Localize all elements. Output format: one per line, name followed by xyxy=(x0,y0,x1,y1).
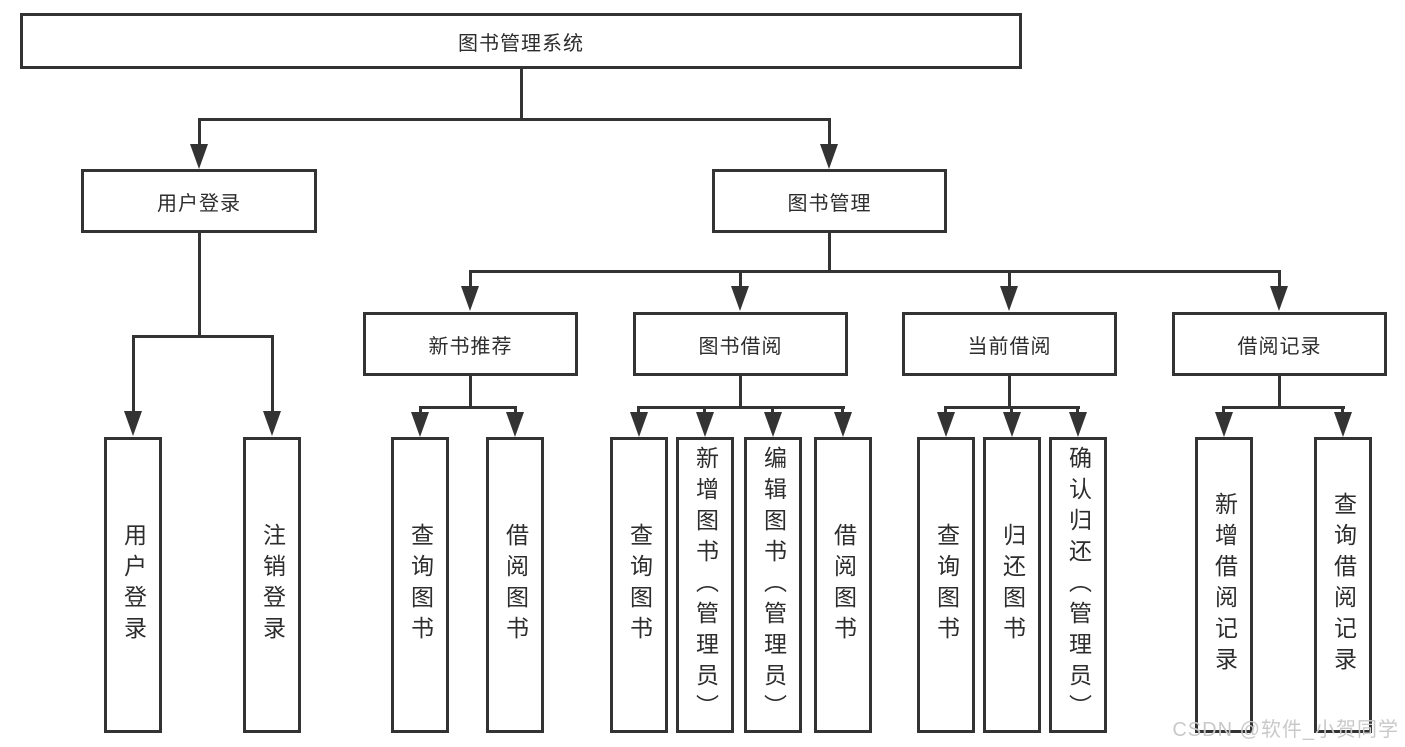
leaf-logout-login-label: 注销登录 xyxy=(259,523,286,647)
arrow-to-leaf xyxy=(411,412,429,437)
arrow-to-user-login xyxy=(190,144,208,169)
arrow-to-leaf-login xyxy=(124,411,142,436)
connector-leaf-drop xyxy=(1076,406,1079,415)
leaf-borrow-books-1-label: 借阅图书 xyxy=(502,523,529,647)
arrow-to-leaf xyxy=(696,412,714,437)
connector-user-login-stem xyxy=(198,233,201,335)
leaf-query-borrow-record: 查询借阅记录 xyxy=(1314,437,1372,733)
leaf-edit-books-admin: 编辑图书（管理员） xyxy=(744,437,802,733)
connector-leaf-drop xyxy=(1341,406,1344,415)
connector-drop-book-mgmt xyxy=(828,118,831,146)
connector-level2-splitter xyxy=(469,270,1281,273)
node-new-book-recommend: 新书推荐 xyxy=(363,312,578,376)
node-root: 图书管理系统 xyxy=(20,13,1022,69)
node-borrow-records: 借阅记录 xyxy=(1172,312,1387,376)
connector-drop-current-borrow xyxy=(1008,270,1011,288)
leaf-confirm-return-admin: 确认归还（管理员） xyxy=(1049,437,1107,733)
leaf-borrow-books-1: 借阅图书 xyxy=(486,437,544,733)
arrow-to-leaf-logout xyxy=(263,411,281,436)
leaf-confirm-return-admin-label: 确认归还（管理员） xyxy=(1065,445,1092,725)
connector-leaf-drop xyxy=(1222,406,1225,415)
connector-drop-leaf-login xyxy=(132,335,135,413)
arrow-to-leaf xyxy=(937,412,955,437)
node-book-management-label: 图书管理 xyxy=(787,192,872,215)
arrow-to-leaf xyxy=(834,412,852,437)
arrow-to-leaf xyxy=(1003,412,1021,437)
arrow-to-book-mgmt xyxy=(820,144,838,169)
connector-user-login-splitter xyxy=(132,335,274,338)
arrow-to-book-borrow xyxy=(731,286,749,311)
connector-current-borrow-stem xyxy=(1008,376,1011,406)
node-book-borrow: 图书借阅 xyxy=(633,312,848,376)
connector-leaf-drop xyxy=(637,406,640,415)
connector-drop-new-book xyxy=(469,270,472,288)
node-current-borrow: 当前借阅 xyxy=(902,312,1117,376)
connector-borrow-records-splitter xyxy=(1223,406,1345,409)
leaf-return-books: 归还图书 xyxy=(983,437,1041,733)
connector-book-borrow-splitter xyxy=(638,406,845,409)
leaf-logout-login: 注销登录 xyxy=(243,437,301,733)
arrow-to-borrow-records xyxy=(1270,286,1288,311)
leaf-query-books-2-label: 查询图书 xyxy=(626,523,653,647)
connector-level1-splitter xyxy=(198,118,831,121)
connector-new-book-stem xyxy=(469,376,472,406)
leaf-borrow-books-2: 借阅图书 xyxy=(814,437,872,733)
connector-leaf-drop xyxy=(944,406,947,415)
arrow-to-leaf xyxy=(764,412,782,437)
node-borrow-records-label: 借阅记录 xyxy=(1237,335,1322,358)
leaf-query-borrow-record-label: 查询借阅记录 xyxy=(1330,492,1357,678)
node-new-book-recommend-label: 新书推荐 xyxy=(428,335,513,358)
connector-leaf-drop xyxy=(514,406,517,415)
node-current-borrow-label: 当前借阅 xyxy=(967,335,1052,358)
connector-drop-borrow-records xyxy=(1278,270,1281,288)
leaf-borrow-books-2-label: 借阅图书 xyxy=(830,523,857,647)
connector-drop-leaf-logout xyxy=(271,335,274,413)
connector-borrow-records-stem xyxy=(1278,376,1281,406)
connector-drop-book-borrow xyxy=(739,270,742,288)
leaf-user-login-label: 用户登录 xyxy=(120,523,147,647)
connector-root-stem xyxy=(520,69,523,118)
leaf-add-borrow-record: 新增借阅记录 xyxy=(1195,437,1253,733)
node-book-management: 图书管理 xyxy=(712,169,947,233)
arrow-to-leaf xyxy=(1069,412,1087,437)
connector-leaf-drop xyxy=(771,406,774,415)
connector-book-mgmt-stem xyxy=(828,233,831,270)
connector-leaf-drop xyxy=(841,406,844,415)
leaf-query-books-1: 查询图书 xyxy=(391,437,449,733)
connector-book-borrow-stem xyxy=(739,376,742,406)
arrow-to-leaf xyxy=(1334,412,1352,437)
connector-leaf-drop xyxy=(1010,406,1013,415)
leaf-add-books-admin-label: 新增图书（管理员） xyxy=(692,445,719,725)
csdn-watermark: CSDN @软件_小贺同学 xyxy=(1172,719,1399,741)
leaf-add-books-admin: 新增图书（管理员） xyxy=(676,437,734,733)
leaf-query-books-1-label: 查询图书 xyxy=(407,523,434,647)
node-book-borrow-label: 图书借阅 xyxy=(698,335,783,358)
connector-leaf-drop xyxy=(419,406,422,415)
arrow-to-leaf xyxy=(630,412,648,437)
node-user-login-label: 用户登录 xyxy=(157,192,241,215)
connector-drop-user-login xyxy=(198,118,201,146)
leaf-return-books-label: 归还图书 xyxy=(999,523,1026,647)
arrow-to-current-borrow xyxy=(1000,286,1018,311)
leaf-query-books-2: 查询图书 xyxy=(610,437,668,733)
leaf-user-login: 用户登录 xyxy=(104,437,162,733)
node-user-login: 用户登录 xyxy=(81,169,317,233)
leaf-add-borrow-record-label: 新增借阅记录 xyxy=(1211,492,1238,678)
node-root-label: 图书管理系统 xyxy=(458,32,584,55)
arrow-to-leaf xyxy=(1215,412,1233,437)
leaf-query-books-3: 查询图书 xyxy=(917,437,975,733)
leaf-edit-books-admin-label: 编辑图书（管理员） xyxy=(760,445,787,725)
connector-leaf-drop xyxy=(703,406,706,415)
connector-new-book-splitter xyxy=(419,406,517,409)
leaf-query-books-3-label: 查询图书 xyxy=(933,523,960,647)
arrow-to-leaf xyxy=(506,412,524,437)
arrow-to-new-book xyxy=(461,286,479,311)
